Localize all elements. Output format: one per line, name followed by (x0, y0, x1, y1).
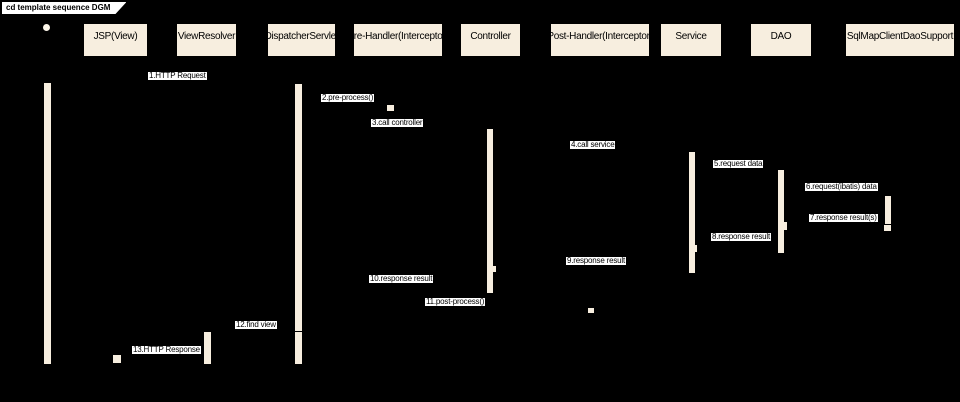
dao-activation (778, 170, 784, 253)
service-activation (689, 152, 695, 273)
message-label-5: 5.request data (713, 159, 764, 168)
message-label-9: 9.response result (566, 256, 626, 265)
participant-sqlmapclientdaosupport: SqlMapClientDaoSupport (845, 23, 955, 57)
message-label-13: 13.HTTP Response (132, 345, 201, 354)
message-label-1: 1.HTTP Request (148, 71, 207, 80)
controller-activation (487, 129, 493, 293)
participant-jsp-view: JSP(View) (83, 23, 148, 57)
participant-dao: DAO (750, 23, 812, 57)
message-label-10: 10.response result (369, 274, 434, 283)
participant-service: Service (660, 23, 722, 57)
participant-dispatcherservlet: DispatcherServlet (265, 23, 339, 57)
dao-nested-activation (780, 222, 787, 230)
sqlmap-activation (885, 196, 891, 224)
message-label-6: 6.request(ibatis) data (805, 182, 878, 191)
message-label-4: 4.call service (570, 140, 616, 149)
diagram-frame-label: cd template sequence DGM (2, 2, 126, 14)
message-label-3: 3.call controller (371, 118, 424, 127)
message-label-8: 8.response result (711, 232, 771, 241)
viewresolver-activation (204, 332, 211, 364)
user-activation (44, 83, 51, 364)
participant-controller: Controller (460, 23, 521, 57)
sqlmap-nested-activation (884, 225, 891, 231)
message-label-12: 12.find view (235, 320, 277, 329)
participant-viewresolver: ViewResolver (176, 23, 237, 57)
prehandler-activation (387, 105, 394, 111)
participant-pre-handler-interceptor: Pre-Handler(Interceptor) (347, 23, 449, 57)
actor-head-icon (43, 24, 50, 31)
participant-post-handler-interceptor: Post-Handler(Interceptor) (547, 23, 653, 57)
message-label-11: 11.post-process() (425, 297, 486, 306)
posthandler-activation (588, 308, 594, 313)
message-label-7: 7.response result(s) (809, 213, 878, 222)
jsp-activation (113, 355, 121, 363)
message-label-2: 2.pre-process() (321, 93, 375, 102)
controller-nested-activation (490, 266, 496, 272)
dispatcherservlet-activation-upper (295, 84, 302, 331)
service-nested-activation (692, 245, 697, 252)
dispatcherservlet-activation-lower (295, 332, 302, 364)
